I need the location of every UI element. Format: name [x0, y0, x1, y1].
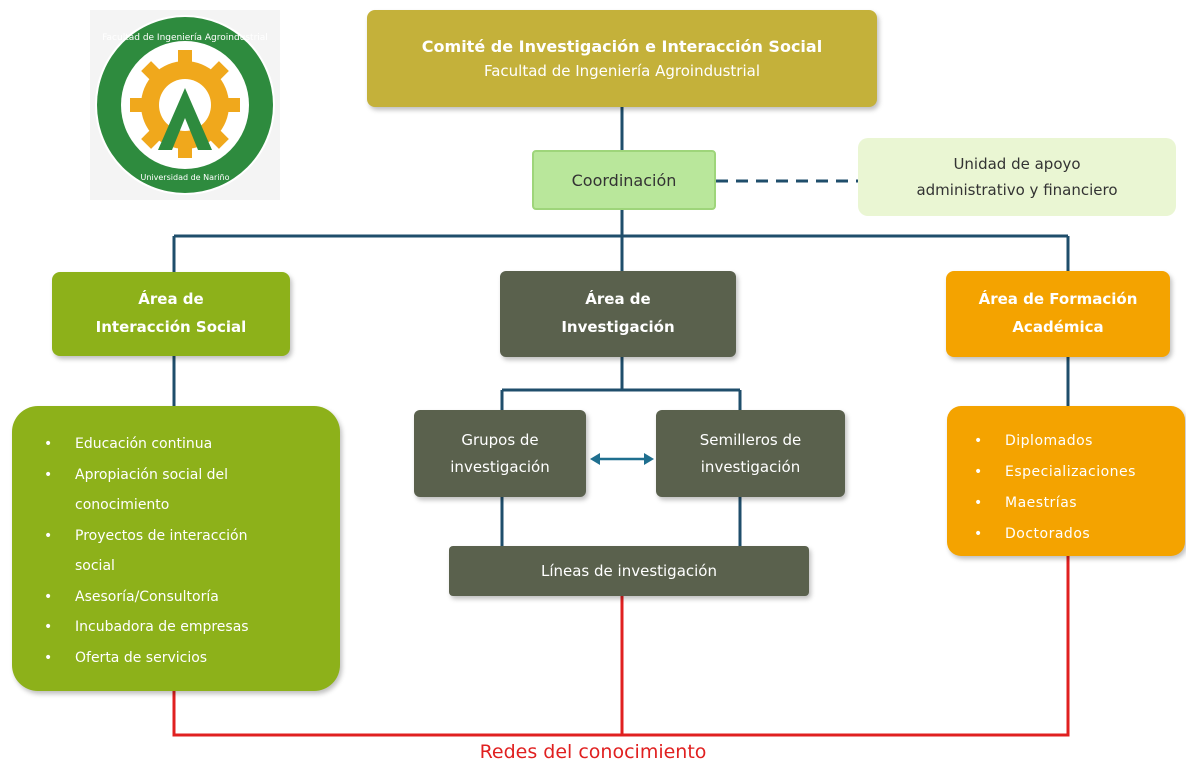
training-item: Especializaciones	[974, 457, 1185, 488]
committee-title: Comité de Investigación e Interacción So…	[421, 37, 823, 56]
social-items-box: Educación continua Apropiación social de…	[12, 406, 340, 691]
research-groups-box: Grupos de investigación	[414, 410, 586, 497]
training-area-line2: Académica	[1012, 318, 1104, 336]
knowledge-network-line	[172, 556, 1070, 737]
social-interaction-area-box: Área de Interacción Social	[52, 272, 290, 356]
social-item: Asesoría/Consultoría	[44, 582, 340, 613]
social-item: Educación continua	[44, 429, 340, 460]
social-item: Oferta de servicios	[44, 643, 340, 674]
research-area-line1: Área de	[585, 290, 651, 309]
research-lines-box: Líneas de investigación	[449, 546, 809, 596]
bidirectional-arrow-icon	[590, 453, 654, 465]
research-area-box: Área de Investigación	[500, 271, 736, 357]
academic-training-area-box: Área de Formación Académica	[946, 271, 1170, 357]
support-unit-line1: Unidad de apoyo	[953, 154, 1081, 173]
social-item: Proyectos de interacción	[44, 521, 340, 552]
faculty-logo: Facultad de Ingeniería Agroindustrial Un…	[90, 10, 280, 200]
coordination-box: Coordinación	[532, 150, 716, 210]
social-area-line1: Área de	[138, 290, 204, 309]
groups-line2: investigación	[450, 457, 550, 476]
knowledge-network-label: Redes del conocimiento	[479, 741, 707, 763]
faculty-gear-logo-icon: Facultad de Ingeniería Agroindustrial Un…	[95, 15, 275, 195]
seedbeds-line2: investigación	[700, 457, 801, 476]
research-lines-label: Líneas de investigación	[540, 562, 717, 580]
committee-box: Comité de Investigación e Interacción So…	[367, 10, 877, 107]
seedbeds-line1: Semilleros de	[699, 431, 802, 450]
social-item: Apropiación social del	[44, 460, 340, 491]
logo-outer-text: Facultad de Ingeniería Agroindustrial	[102, 33, 268, 43]
training-area-line1: Área de Formación	[978, 290, 1138, 309]
social-item-continuation: conocimiento	[75, 497, 170, 513]
committee-subtitle: Facultad de Ingeniería Agroindustrial	[483, 62, 760, 80]
support-unit-line2: administrativo y financiero	[916, 181, 1118, 199]
research-area-line2: Investigación	[561, 318, 675, 336]
training-item: Maestrías	[974, 488, 1185, 519]
groups-line1: Grupos de	[461, 431, 539, 450]
training-items-box: Diplomados Especializaciones Maestrías D…	[947, 406, 1185, 556]
logo-inner-text: Universidad de Nariño	[141, 173, 230, 182]
coordination-label: Coordinación	[571, 170, 677, 190]
research-seedbeds-box: Semilleros de investigación	[656, 410, 845, 497]
social-area-line2: Interacción Social	[95, 318, 247, 336]
support-unit-box: Unidad de apoyo administrativo y financi…	[858, 138, 1176, 216]
training-item: Doctorados	[974, 519, 1185, 550]
training-item: Diplomados	[974, 426, 1185, 457]
social-item-continuation: social	[75, 558, 115, 574]
social-item: Incubadora de empresas	[44, 612, 340, 643]
